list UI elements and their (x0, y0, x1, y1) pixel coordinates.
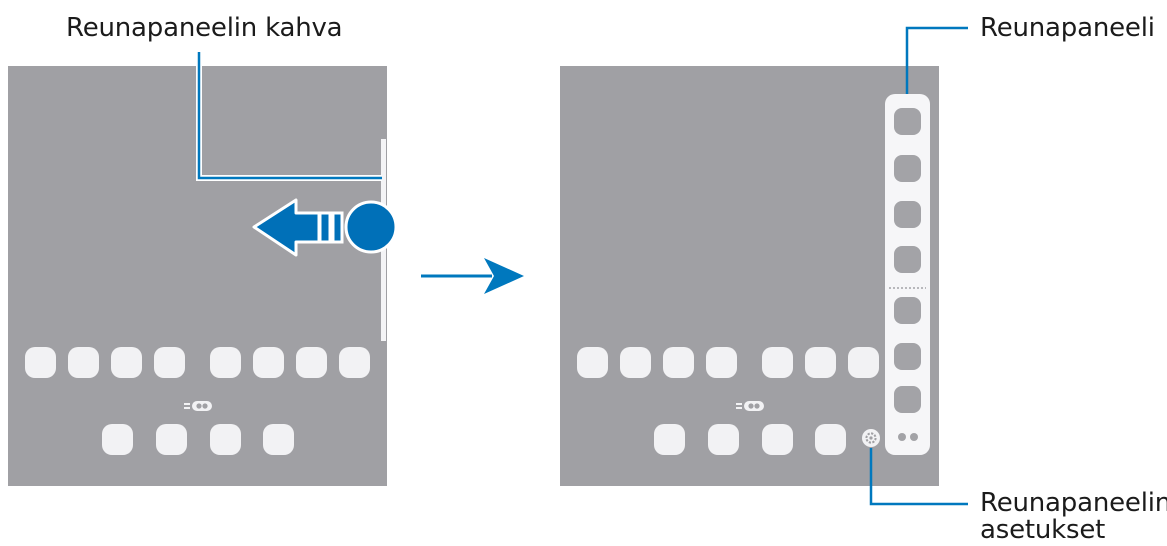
panel-app-icon[interactable] (894, 155, 921, 182)
app-icon[interactable] (156, 424, 187, 455)
app-icon[interactable] (210, 347, 241, 378)
panel-app-icon[interactable] (894, 201, 921, 228)
app-icon[interactable] (848, 347, 879, 378)
app-icon[interactable] (762, 424, 793, 455)
left-app-row-1 (25, 347, 370, 378)
edge-handle-label: Reunapaneelin kahva (66, 13, 343, 43)
page-indicator-icon (184, 401, 212, 411)
app-icon[interactable] (805, 347, 836, 378)
panel-app-icon[interactable] (894, 108, 921, 135)
app-icon[interactable] (154, 347, 185, 378)
edge-settings-callout-line (869, 448, 968, 506)
panel-app-icon[interactable] (894, 297, 921, 324)
page-indicator-icon (736, 401, 764, 411)
arrow-left-icon (252, 198, 344, 257)
touch-point (344, 200, 398, 254)
app-icon[interactable] (263, 424, 294, 455)
edge-panel-label: Reunapaneeli (980, 13, 1155, 43)
app-icon[interactable] (708, 424, 739, 455)
panel-app-icon[interactable] (894, 343, 921, 370)
arrow-right-icon (421, 258, 524, 294)
edge-panel-callout-line (905, 26, 968, 94)
app-icon[interactable] (25, 347, 56, 378)
panel-app-icon[interactable] (894, 246, 921, 273)
gear-icon[interactable] (862, 429, 880, 447)
right-app-row-2 (654, 424, 846, 455)
app-icon[interactable] (68, 347, 99, 378)
app-icon[interactable] (577, 347, 608, 378)
right-app-row-1 (577, 347, 879, 378)
right-home-screen (560, 66, 939, 486)
app-icon[interactable] (654, 424, 685, 455)
edge-handle-callout-line-core (197, 52, 382, 180)
app-icon[interactable] (339, 347, 370, 378)
app-icon[interactable] (102, 424, 133, 455)
app-icon[interactable] (762, 347, 793, 378)
app-icon[interactable] (253, 347, 284, 378)
app-icon[interactable] (296, 347, 327, 378)
app-icon[interactable] (111, 347, 142, 378)
app-icon[interactable] (706, 347, 737, 378)
edge-settings-label-line2: asetukset (980, 515, 1106, 545)
edge-settings-label-line1: Reunapaneelin (980, 488, 1167, 518)
app-icon[interactable] (663, 347, 694, 378)
app-icon[interactable] (620, 347, 651, 378)
app-icon[interactable] (210, 424, 241, 455)
edge-panel (885, 94, 930, 455)
left-app-row-2 (102, 424, 294, 455)
panel-app-icon[interactable] (894, 386, 921, 413)
app-icon[interactable] (815, 424, 846, 455)
panel-page-dots (898, 433, 918, 441)
